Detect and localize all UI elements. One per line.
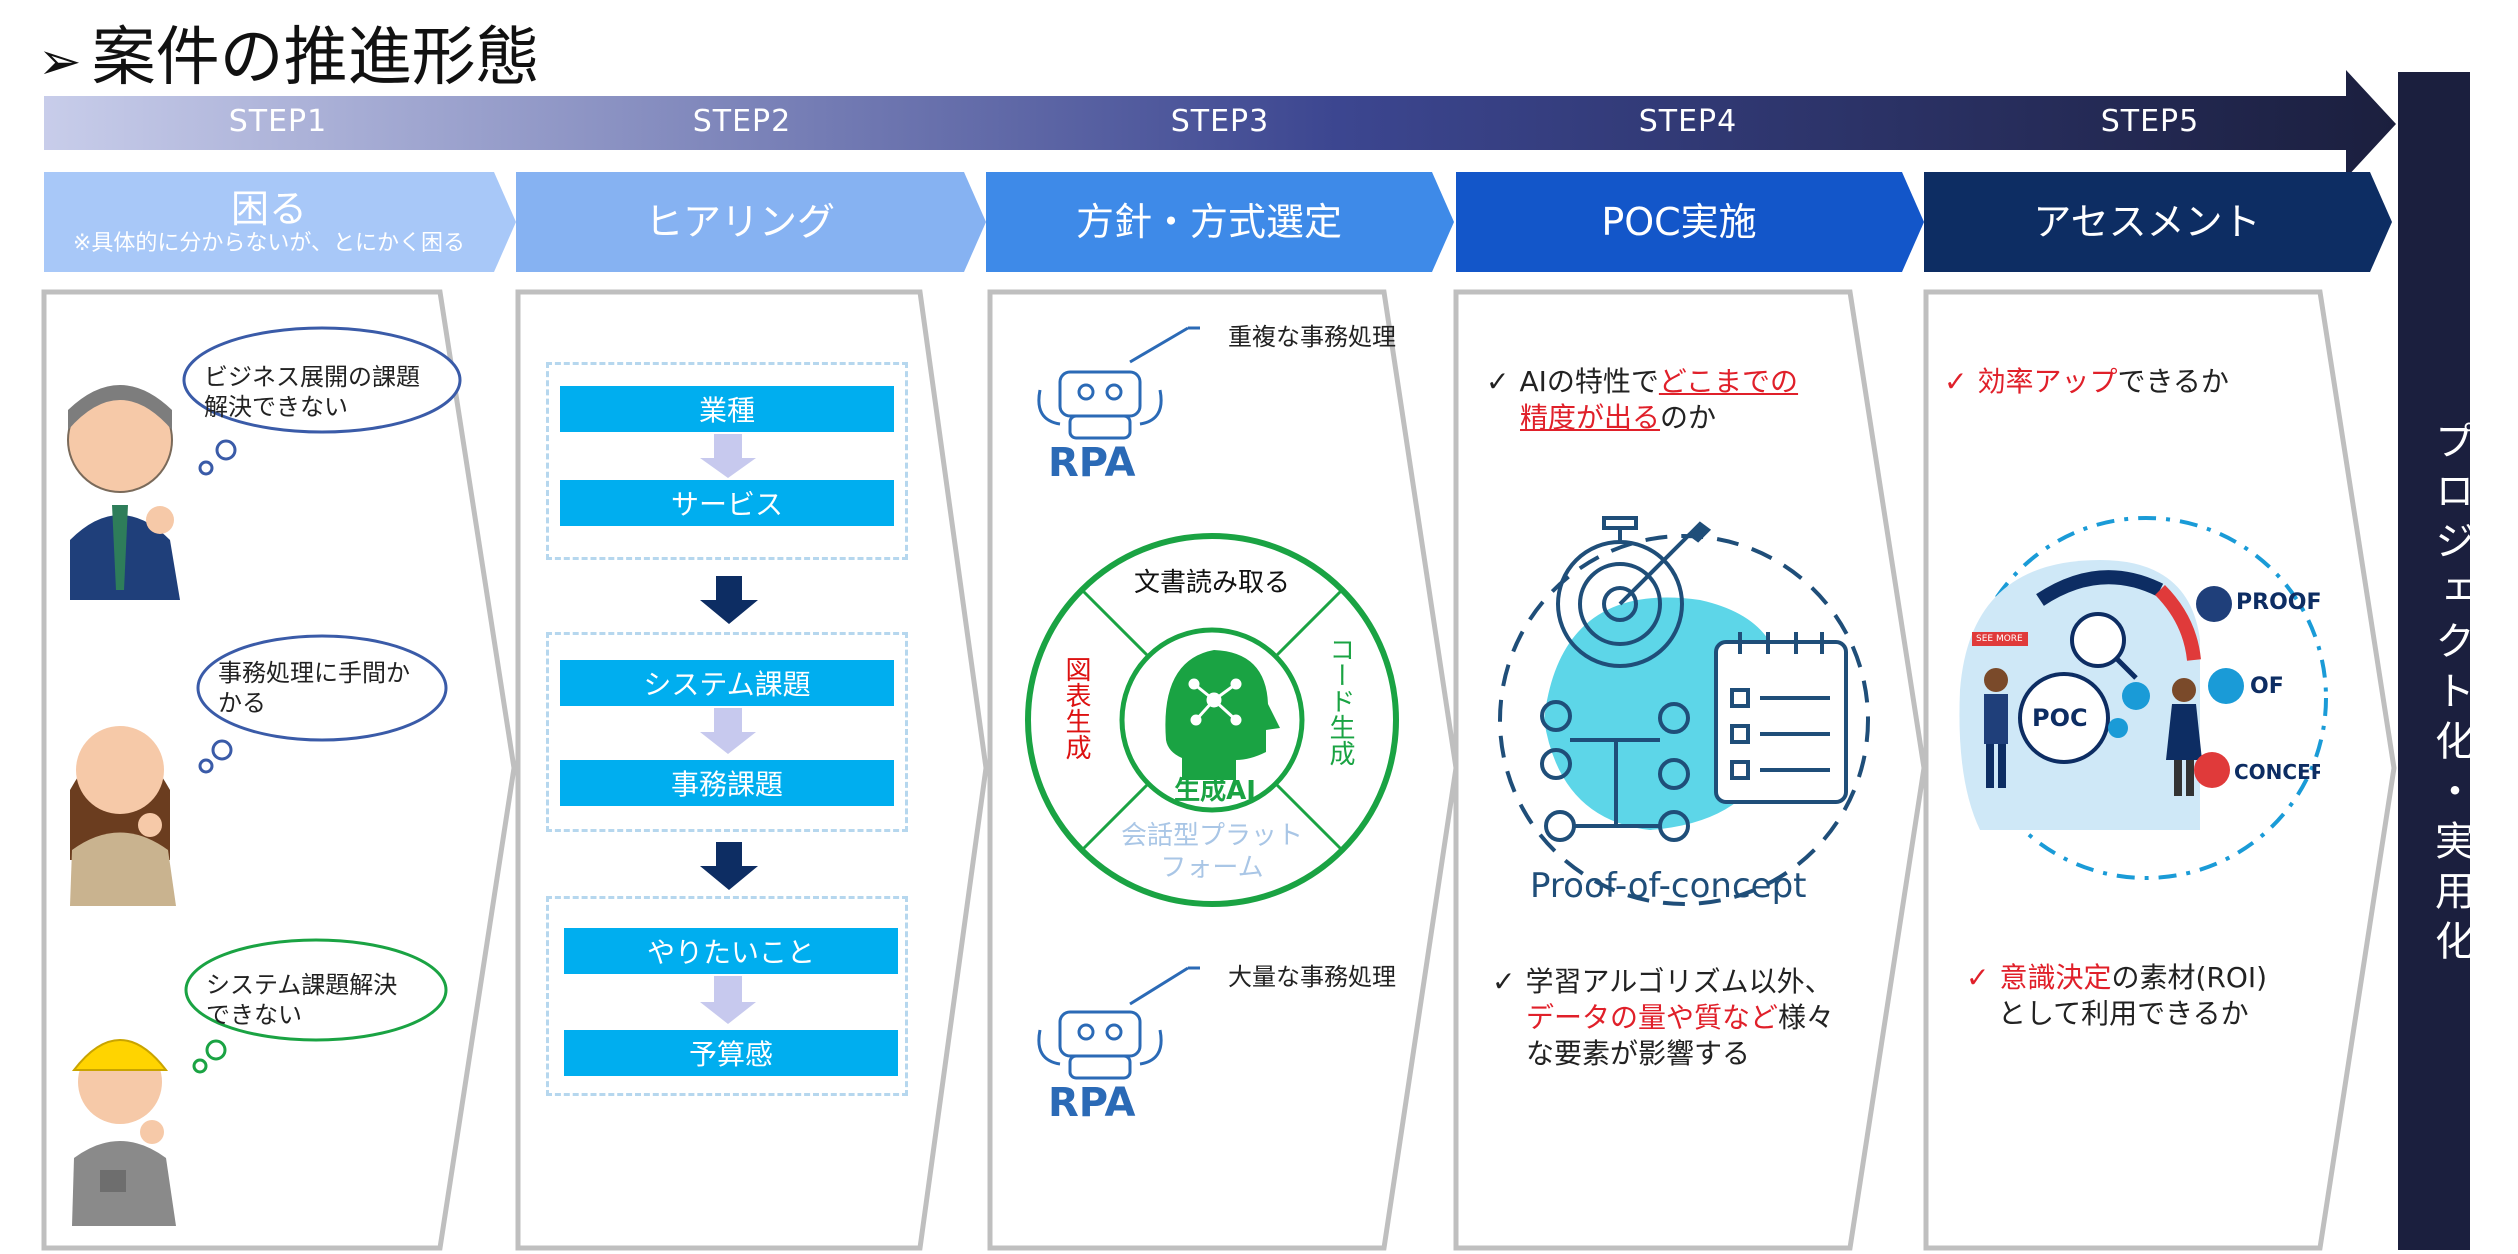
step-progress-arrow [44, 70, 2396, 178]
poc-top-text: ✓ AIの特性でどこまでの 精度が出るのか [1486, 364, 1846, 436]
column-2-arrows [700, 434, 758, 1024]
poc-bottom-text: ✓ 学習アルゴリズム以外、 データの量や質など様々 な要素が影響する [1492, 964, 1852, 1072]
hearing-box-system-issue: システム課題 [560, 660, 894, 706]
dark-down-arrow-icon [700, 576, 758, 624]
hearing-group-3 [546, 896, 908, 1096]
step-label-1: STEP1 [228, 104, 328, 139]
phase-5: アセスメント [1924, 170, 2370, 274]
page-title: ➢案件の推進形態 [38, 18, 540, 102]
rpa-note-top: 重複な事務処理 [1228, 323, 1396, 351]
phase-1-subtitle: ※具体的に分からないが、とにかく困る [73, 231, 465, 256]
phase-chevrons [44, 172, 2392, 272]
rpa-robot-icon [1037, 966, 1200, 1080]
phase-4-title: POC実施 [1601, 200, 1757, 244]
assessment-bottom-plain-2: として利用できるか [1998, 997, 2249, 1030]
person-icon [1984, 668, 2008, 788]
phase-4: POC実施 [1456, 170, 1902, 274]
phase-3-title: 方針・方式選定 [1075, 200, 1342, 244]
poc-top-emphasis-2: 精度が出る [1520, 401, 1661, 434]
proof-label: PROOF [2236, 590, 2322, 615]
concept-label: CONCEPT [2234, 760, 2320, 784]
hearing-box-office-issue: 事務課題 [560, 760, 894, 806]
arrow-bullet-icon: ➢ [38, 32, 82, 92]
hearing-box-service: サービス [560, 480, 894, 526]
poc-bottom-line-2: 様々 [1778, 1001, 1835, 1034]
assessment-top-text: ✓ 効率アップできるか [1944, 364, 2304, 400]
checkmark-icon: ✓ [1492, 965, 1516, 998]
step-label-2: STEP2 [692, 104, 792, 139]
rpa-label-bottom: RPA [1048, 1080, 1136, 1126]
phase-1: 困る ※具体的に分からないが、とにかく困る [44, 170, 494, 274]
poc-top-plain-1: AIの特性で [1519, 365, 1659, 398]
proof-of-concept-illustration [1498, 516, 1870, 906]
light-down-arrow-icon [700, 708, 756, 754]
phase-chevron-1 [44, 172, 516, 272]
businesswoman-icon [70, 726, 176, 906]
light-down-arrow-icon [700, 434, 756, 478]
phase-chevron-3 [986, 172, 1454, 272]
hearing-group-1 [546, 362, 908, 560]
rpa-label-top: RPA [1048, 440, 1136, 486]
phase-chevron-5 [1924, 172, 2392, 272]
rpa-note-bottom: 大量な事務処理 [1228, 963, 1396, 991]
cloud-text-2: 事務処理に手間かかる [218, 659, 410, 717]
assessment-bottom-emphasis: 意識決定 [1999, 961, 2112, 994]
poc-bottom-line-3: な要素が影響する [1526, 1037, 1751, 1070]
poc-top-plain-2: のか [1660, 401, 1717, 434]
poc-bottom-line-1: 学習アルゴリズム以外、 [1525, 965, 1833, 998]
checkmark-icon: ✓ [1944, 365, 1968, 398]
ring-bottom-label: 会話型プラットフォーム [1120, 821, 1303, 883]
column-3-illustrations [1025, 326, 1399, 1080]
assessment-top-emphasis: 効率アップ [1977, 365, 2118, 398]
poc-gear-icon [2018, 672, 2110, 764]
poc-bottom-emphasis: データの量や質など [1526, 1001, 1779, 1034]
rpa-robot-icon [1037, 326, 1200, 440]
checkmark-icon: ✓ [1966, 961, 1990, 994]
ring-top-label: 文書読み取る [1133, 568, 1290, 598]
hearing-box-industry: 業種 [560, 386, 894, 432]
step-label-3: STEP3 [1170, 104, 1270, 139]
assessment-top-plain: できるか [2117, 365, 2229, 398]
column-1-illustrations [67, 326, 462, 1226]
thought-cloud-1 [182, 326, 462, 434]
dark-down-arrow-icon [700, 842, 758, 890]
person-icon [2166, 678, 2202, 796]
generative-ai-label: 生成AI [1174, 776, 1256, 806]
thought-cloud-3 [184, 938, 448, 1042]
phase-1-title: 困る [230, 187, 307, 231]
phase-3: 方針・方式選定 [986, 170, 1432, 274]
poc-center-label: POC [2032, 704, 2088, 732]
final-stage-label: プロジェクト化・実用化 [2428, 420, 2474, 970]
poc-concept-illustration [1959, 516, 2328, 880]
phase-chevron-4 [1456, 172, 1924, 272]
assessment-bottom-text: ✓ 意識決定の素材(ROI) として利用できるか [1966, 960, 2326, 1032]
see-more-label: SEE MORE [1976, 634, 2023, 644]
step-label-4: STEP4 [1638, 104, 1738, 139]
assessment-bottom-plain-1: の素材(ROI) [2111, 961, 2268, 994]
phase-2: ヒアリング [516, 170, 964, 274]
hearing-group-2 [546, 632, 908, 832]
page-title-text: 案件の推進形態 [91, 21, 540, 95]
phase-2-title: ヒアリング [644, 200, 835, 244]
hearing-box-wants: やりたいこと [564, 928, 898, 974]
of-label: OF [2250, 674, 2284, 699]
light-down-arrow-icon [700, 976, 756, 1024]
ring-left-label: 図表生成 [1061, 656, 1091, 760]
hearing-box-budget: 予算感 [564, 1030, 898, 1076]
poc-caption: Proof-of-concept [1530, 866, 1807, 906]
cloud-text-3: システム課題解決できない [206, 971, 398, 1029]
checkmark-icon: ✓ [1486, 365, 1510, 398]
step-label-5: STEP5 [2100, 104, 2200, 139]
generative-ai-ring [1025, 533, 1399, 907]
construction-worker-icon [71, 1039, 176, 1226]
businessman-icon [67, 385, 180, 600]
thought-cloud-2 [196, 634, 448, 742]
step-arrow-shape [44, 70, 2396, 178]
poc-top-emphasis-1: どこまでの [1658, 365, 1799, 398]
phase-chevron-2 [516, 172, 986, 272]
cloud-text-1: ビジネス展開の課題解決できない [204, 363, 420, 421]
ring-right-label: コード生成 [1325, 636, 1355, 766]
phase-5-title: アセスメント [2033, 200, 2261, 244]
